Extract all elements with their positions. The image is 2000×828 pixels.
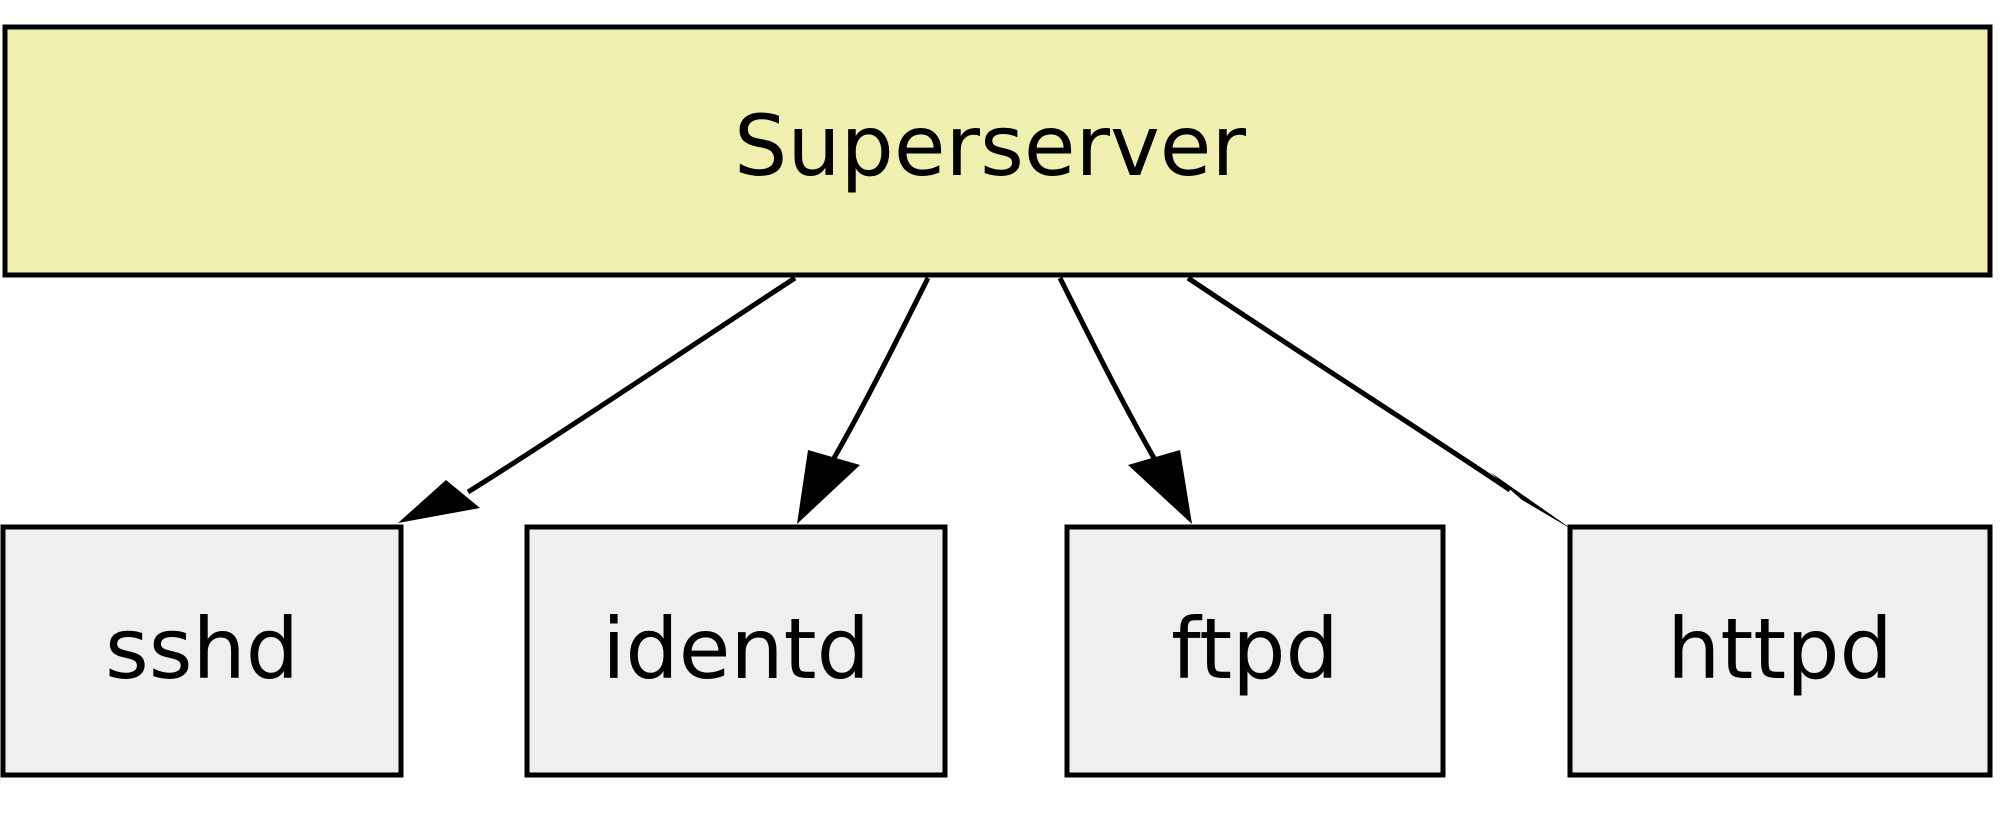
node-ftpd-label: ftpd xyxy=(1171,600,1339,698)
node-superserver: Superserver xyxy=(2,24,1993,278)
edge-superserver-sshd xyxy=(398,275,797,523)
node-identd: identd xyxy=(524,524,948,778)
node-superserver-label: Superserver xyxy=(734,97,1246,195)
node-httpd-label: httpd xyxy=(1667,600,1893,698)
node-ftpd: ftpd xyxy=(1064,524,1446,778)
edge-superserver-ftpd xyxy=(1057,276,1192,524)
node-identd-label: identd xyxy=(602,600,870,698)
node-sshd-label: sshd xyxy=(105,600,299,698)
edge-superserver-identd xyxy=(797,276,931,524)
node-httpd: httpd xyxy=(1567,524,1993,778)
node-sshd: sshd xyxy=(0,524,404,778)
edge-superserver-httpd xyxy=(1186,275,1573,530)
